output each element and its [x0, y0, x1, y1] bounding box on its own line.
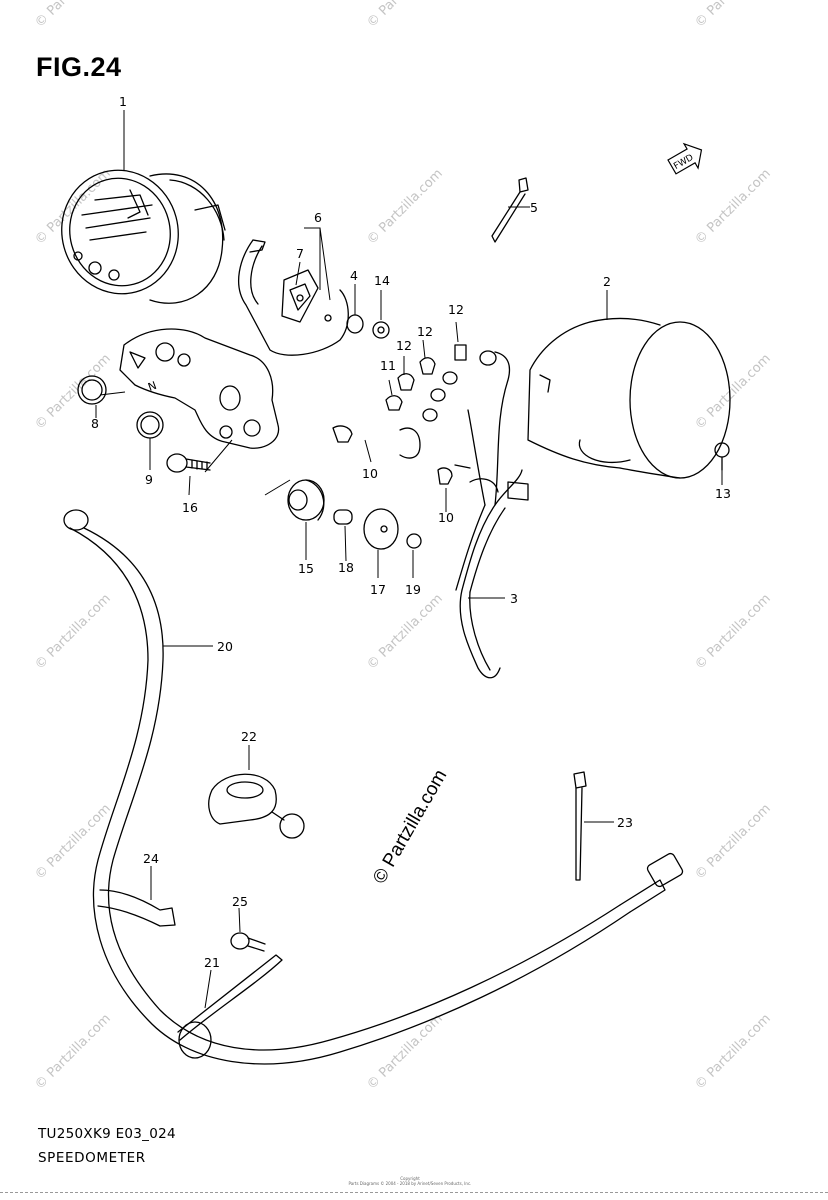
section-name: SPEEDOMETER	[38, 1150, 146, 1166]
callout-1: 1	[119, 94, 127, 109]
mounting-plate-part: N	[119, 328, 280, 449]
callout-18: 18	[338, 560, 354, 575]
callout-13: 13	[715, 486, 731, 501]
callout-19: 19	[405, 582, 421, 597]
callout-11: 11	[380, 358, 396, 373]
cable-tie-part-5	[491, 177, 529, 243]
leader-lines	[95, 110, 723, 1009]
cable-tie-part-23	[573, 771, 587, 881]
callout-6: 6	[314, 210, 322, 225]
screw-part-13	[714, 442, 730, 471]
wiring-harness-part	[332, 344, 529, 679]
watermark: © Partzilla.com	[32, 801, 114, 883]
callout-9: 9	[145, 472, 153, 487]
grommet-part-8	[77, 375, 107, 405]
watermark: © Partzilla.com	[692, 801, 774, 883]
watermark: © Partzilla.com	[32, 0, 114, 31]
callout-16: 16	[182, 500, 198, 515]
grommet-part-9	[136, 411, 164, 439]
center-watermark: © Partzilla.com	[369, 766, 451, 887]
meter-bracket-part	[238, 239, 349, 356]
bolt-part-25	[230, 932, 266, 952]
clamp-part-22	[208, 773, 305, 839]
watermark: © Partzilla.com	[692, 1011, 774, 1093]
callout-labels: 1 2 3 4 5 6 7 8 9 10 10 11 12 12 12 13 1…	[91, 94, 731, 970]
callout-7: 7	[296, 246, 304, 261]
watermark: © Partzilla.com	[364, 1011, 446, 1093]
callout-20: 20	[217, 639, 233, 654]
callout-10-upper: 10	[362, 466, 378, 481]
callout-3: 3	[510, 591, 518, 606]
watermark: © Partzilla.com	[364, 591, 446, 673]
page-bottom-rule	[0, 1192, 828, 1193]
washer-part-17	[363, 508, 399, 550]
callout-25: 25	[232, 894, 248, 909]
watermark: © Partzilla.com	[692, 0, 774, 31]
speedometer-gauge-part	[61, 169, 226, 304]
copyright-line-1: Copyright	[400, 1176, 420, 1181]
watermark: © Partzilla.com	[32, 166, 114, 248]
callout-12-b: 12	[417, 324, 433, 339]
callout-12-a: 12	[448, 302, 464, 317]
washer-part-4	[346, 314, 364, 334]
collar-part-18	[333, 509, 353, 525]
cable-stay-part-21	[177, 954, 283, 1059]
model-code: TU250XK9 E03_024	[38, 1126, 176, 1142]
callout-5: 5	[530, 200, 538, 215]
callout-23: 23	[617, 815, 633, 830]
cable-clamp-part-24	[97, 889, 176, 927]
copyright-note: Copyright Parts Diagrams © 2004 - 2018 b…	[300, 1176, 520, 1186]
watermark: © Partzilla.com	[32, 591, 114, 673]
watermark-layer: © Partzilla.com © Partzilla.com © Partzi…	[32, 0, 774, 1093]
callout-15: 15	[298, 561, 314, 576]
callout-2: 2	[603, 274, 611, 289]
watermark: © Partzilla.com	[692, 351, 774, 433]
neutral-mark: N	[146, 379, 158, 394]
callout-21: 21	[204, 955, 220, 970]
callout-22: 22	[241, 729, 257, 744]
callout-14: 14	[374, 273, 390, 288]
callout-10-lower: 10	[438, 510, 454, 525]
callout-8: 8	[91, 416, 99, 431]
speedometer-cable-part	[63, 509, 684, 1065]
watermark: © Partzilla.com	[364, 166, 446, 248]
figure-title: FIG.24	[36, 52, 122, 82]
nut-part-14	[372, 321, 390, 339]
watermark: © Partzilla.com	[32, 1011, 114, 1093]
meter-case-part	[527, 317, 731, 479]
screw-part-16	[166, 453, 211, 473]
callout-17: 17	[370, 582, 386, 597]
watermark: © Partzilla.com	[692, 591, 774, 673]
watermark: © Partzilla.com	[364, 0, 446, 31]
copyright-line-2: Parts Diagrams © 2004 - 2018 by Arinet/S…	[348, 1181, 472, 1186]
forward-direction-badge: FWD	[667, 142, 703, 175]
cushion-part-15	[287, 479, 325, 521]
watermark: © Partzilla.com	[692, 166, 774, 248]
nut-part-19	[406, 533, 422, 549]
callout-12-c: 12	[396, 338, 412, 353]
callout-24: 24	[143, 851, 159, 866]
callout-4: 4	[350, 268, 358, 283]
